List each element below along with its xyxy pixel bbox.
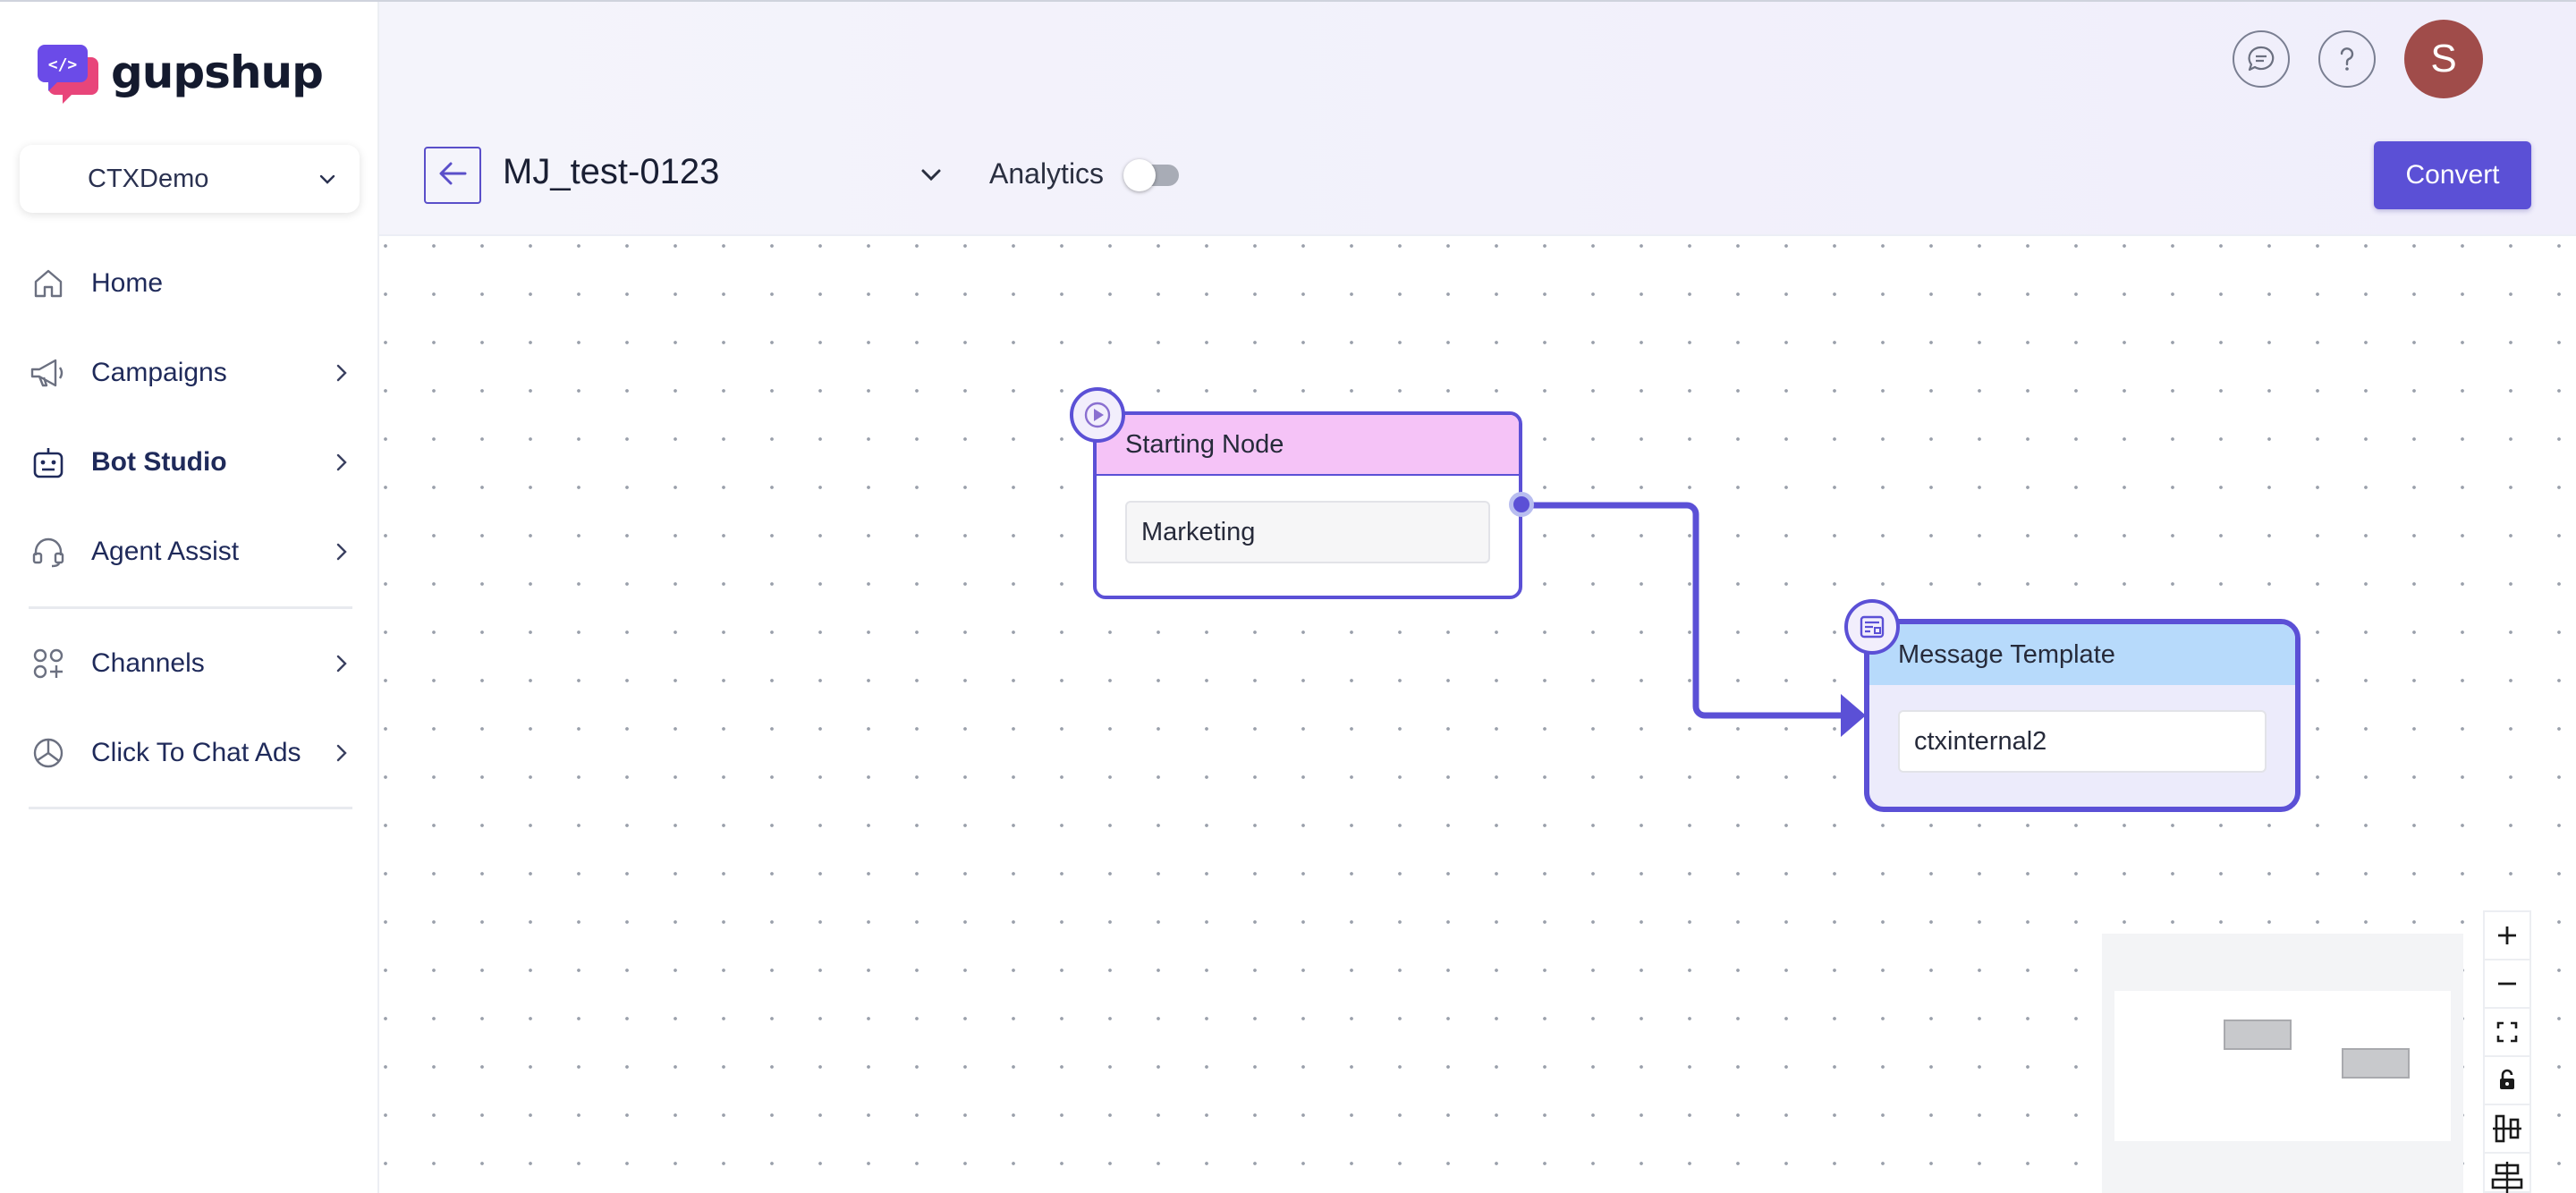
sidebar: </> gupshup CTXDemo Home Campaigns Bot S… bbox=[0, 2, 379, 1193]
sidebar-item-bot-studio[interactable]: Bot Studio bbox=[29, 436, 351, 489]
sidebar-item-click-to-chat-ads[interactable]: Click To Chat Ads bbox=[29, 726, 351, 780]
zoom-in-icon[interactable] bbox=[2485, 912, 2529, 960]
chevron-right-icon bbox=[333, 653, 351, 679]
node-value-field[interactable]: Marketing bbox=[1125, 501, 1490, 563]
help-icon[interactable] bbox=[2318, 30, 2376, 88]
back-button[interactable] bbox=[424, 147, 481, 204]
headset-icon bbox=[29, 532, 68, 571]
message-template-node[interactable]: Message Template ctxinternal2 bbox=[1864, 619, 2301, 812]
sidebar-item-campaigns[interactable]: Campaigns bbox=[29, 346, 351, 400]
chevron-right-icon bbox=[333, 452, 351, 478]
chevron-right-icon bbox=[333, 742, 351, 768]
logo-text: gupshup bbox=[111, 47, 324, 98]
top-border bbox=[0, 0, 2576, 2]
sidebar-divider bbox=[29, 807, 352, 809]
fit-view-icon[interactable] bbox=[2485, 1009, 2529, 1057]
sidebar-item-label: Agent Assist bbox=[91, 537, 240, 566]
template-icon bbox=[1844, 599, 1900, 655]
convert-button[interactable]: Convert bbox=[2374, 141, 2531, 209]
flow-header bbox=[379, 2, 2576, 236]
avatar[interactable]: S bbox=[2404, 20, 2483, 98]
flow-dropdown-button[interactable] bbox=[918, 165, 945, 190]
chevron-down-icon bbox=[918, 169, 945, 190]
lock-icon[interactable] bbox=[2485, 1057, 2529, 1105]
logo[interactable]: </> gupshup bbox=[36, 41, 324, 104]
zoom-out-icon[interactable] bbox=[2485, 960, 2529, 1009]
sidebar-item-agent-assist[interactable]: Agent Assist bbox=[29, 525, 351, 579]
minimap[interactable] bbox=[2102, 934, 2463, 1193]
node-title: Message Template bbox=[1869, 624, 2295, 685]
chevron-right-icon bbox=[333, 541, 351, 567]
canvas-controls bbox=[2483, 910, 2531, 1193]
svg-text:</>: </> bbox=[48, 55, 78, 74]
megaphone-icon bbox=[29, 353, 68, 393]
workspace-label: CTXDemo bbox=[88, 164, 209, 193]
chat-icon[interactable] bbox=[2233, 30, 2290, 88]
node-title: Starting Node bbox=[1097, 415, 1519, 476]
sidebar-item-label: Click To Chat Ads bbox=[91, 738, 301, 767]
align-vertical-icon[interactable] bbox=[2485, 1105, 2529, 1154]
chevron-right-icon bbox=[333, 362, 351, 388]
analytics-label: Analytics bbox=[989, 157, 1105, 190]
workspace-select[interactable]: CTXDemo bbox=[20, 145, 360, 213]
logo-icon: </> bbox=[36, 41, 102, 104]
sidebar-item-label: Home bbox=[91, 268, 164, 298]
align-horizontal-icon[interactable] bbox=[2485, 1154, 2529, 1193]
pie-chart-icon bbox=[29, 733, 68, 773]
minimap-node bbox=[2342, 1048, 2410, 1079]
sidebar-item-label: Channels bbox=[91, 648, 205, 678]
minimap-viewport bbox=[2114, 991, 2451, 1141]
flow-name[interactable]: MJ_test-0123 bbox=[503, 152, 720, 191]
sidebar-item-channels[interactable]: Channels bbox=[29, 637, 351, 690]
starting-node[interactable]: Starting Node Marketing bbox=[1093, 411, 1522, 599]
node-value-field[interactable]: ctxinternal2 bbox=[1898, 710, 2267, 773]
sidebar-item-home[interactable]: Home bbox=[29, 257, 351, 310]
node-output-handle[interactable] bbox=[1509, 492, 1534, 517]
sidebar-divider bbox=[29, 606, 352, 609]
minimap-node bbox=[2224, 1020, 2292, 1050]
sidebar-item-label: Campaigns bbox=[91, 358, 227, 387]
bot-icon bbox=[29, 443, 68, 482]
play-icon bbox=[1070, 387, 1125, 443]
home-icon bbox=[29, 264, 68, 303]
analytics-toggle-knob[interactable] bbox=[1123, 159, 1156, 191]
chevron-down-icon bbox=[317, 168, 338, 194]
sidebar-item-label: Bot Studio bbox=[91, 447, 227, 477]
arrow-left-icon bbox=[436, 160, 469, 191]
channels-grid-icon bbox=[29, 644, 68, 683]
